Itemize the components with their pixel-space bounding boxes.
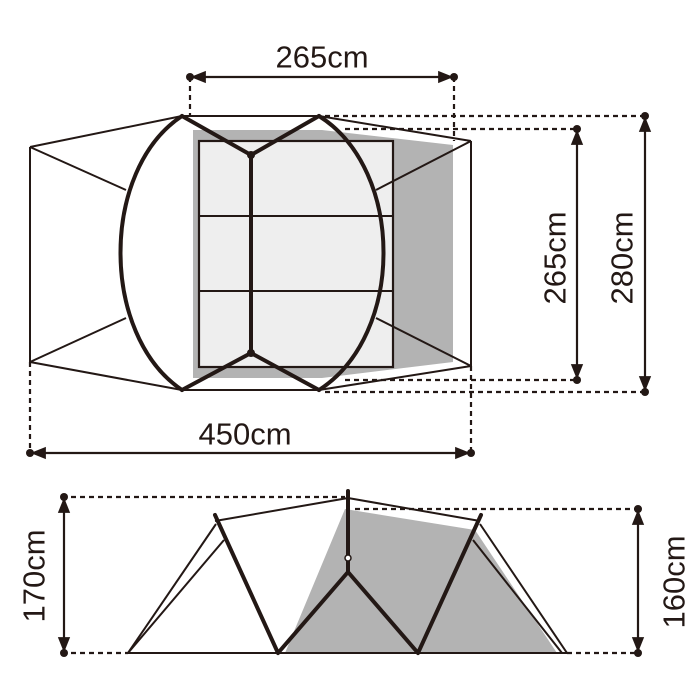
guy-line <box>29 146 127 191</box>
inner-height-label: 160cm <box>657 535 692 628</box>
top-view: 265cm 265cm 280cm 450cm <box>26 40 652 460</box>
pole-hub <box>247 349 255 357</box>
floor <box>197 139 395 369</box>
pole-left-arc <box>118 114 184 392</box>
guy-line <box>375 140 472 191</box>
dimension-dot <box>450 73 458 81</box>
pole-hub <box>247 151 255 159</box>
inner-tent-shadow <box>285 509 557 653</box>
outer-height-label: 170cm <box>17 529 52 622</box>
pole-hub <box>344 554 352 562</box>
fly-edge <box>127 523 217 654</box>
fly-edge <box>127 539 225 654</box>
side-view: 170cm 160cm <box>17 489 692 657</box>
inner-width-label: 265cm <box>275 40 368 75</box>
pole-left <box>213 513 280 655</box>
guy-line <box>29 317 127 363</box>
dimension-dot <box>186 73 194 81</box>
fly-bottom-edge <box>29 361 472 391</box>
guy-line <box>375 317 472 367</box>
fly-edge <box>472 539 563 654</box>
length-label: 450cm <box>198 417 291 452</box>
outer-depth-label: 280cm <box>605 211 640 304</box>
fly-edge <box>479 523 568 654</box>
pole-right-arc <box>317 114 386 392</box>
inner-depth-label: 265cm <box>538 211 573 304</box>
pole-right <box>416 513 483 655</box>
